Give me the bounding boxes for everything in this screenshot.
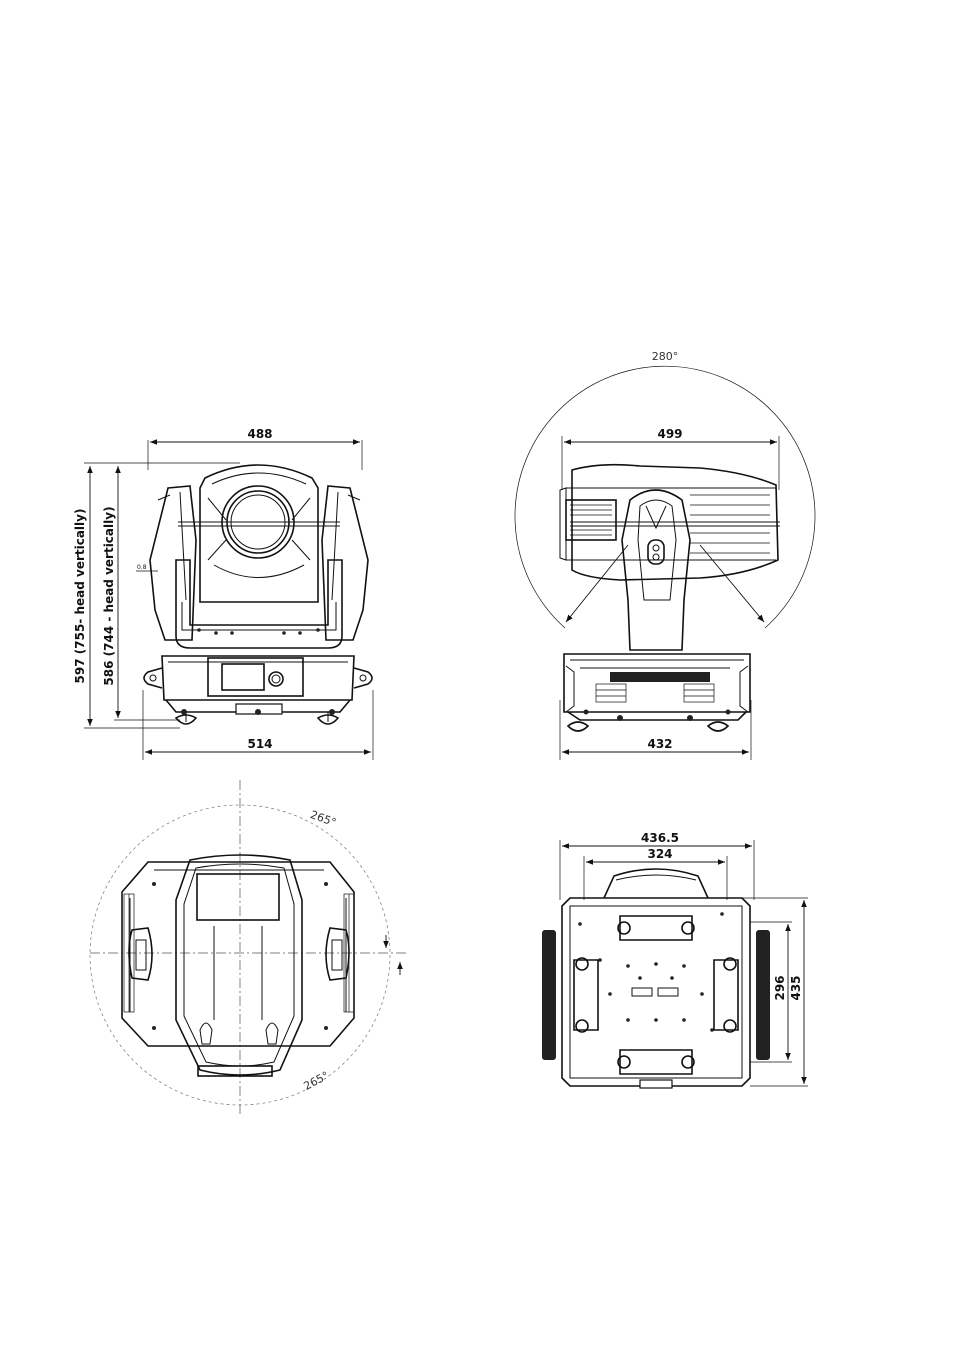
front-width-top-label: 488 — [247, 427, 272, 441]
top-view: 265° 265° — [89, 780, 408, 1115]
side-tilt-angle-label: 280° — [652, 350, 679, 363]
side-tilt-arc — [514, 365, 816, 629]
top-display-window — [196, 873, 280, 921]
bottom-outer-depth-label: 435 — [789, 975, 803, 1000]
front-yoke-outline — [149, 485, 197, 641]
bottom-base-outline — [561, 897, 751, 1087]
bottom-view: 436.5 324 — [542, 831, 808, 1089]
front-head-outline — [199, 464, 319, 603]
front-display-panel — [207, 657, 304, 697]
top-pan-angle-upper-label: 265° — [309, 808, 338, 829]
front-width-bottom-label: 514 — [247, 737, 272, 751]
top-pan-angle-lower-label: 265° — [302, 1069, 332, 1093]
side-yoke-outline — [621, 489, 691, 651]
top-base-outline — [121, 861, 355, 1047]
front-view: 488 597 (755- head vertically) 586 (744 … — [73, 427, 374, 760]
top-head-outline — [175, 854, 303, 1076]
front-base-outline — [161, 655, 355, 701]
side-base-width-label: 432 — [647, 737, 672, 751]
side-view: 280° 499 — [514, 350, 816, 760]
front-height-base-label: 586 (744 - head vertically) — [102, 506, 116, 685]
side-base-outline — [563, 653, 751, 713]
bottom-inner-depth-label: 296 — [773, 975, 787, 1000]
front-lens-outer — [221, 485, 295, 559]
front-height-total-label: 597 (755- head vertically) — [73, 509, 87, 684]
side-length-label: 499 — [657, 427, 682, 441]
bottom-outer-width-label: 436.5 — [641, 831, 679, 845]
front-small-label: 0.8 — [137, 564, 147, 571]
bottom-inner-width-label: 324 — [647, 847, 672, 861]
